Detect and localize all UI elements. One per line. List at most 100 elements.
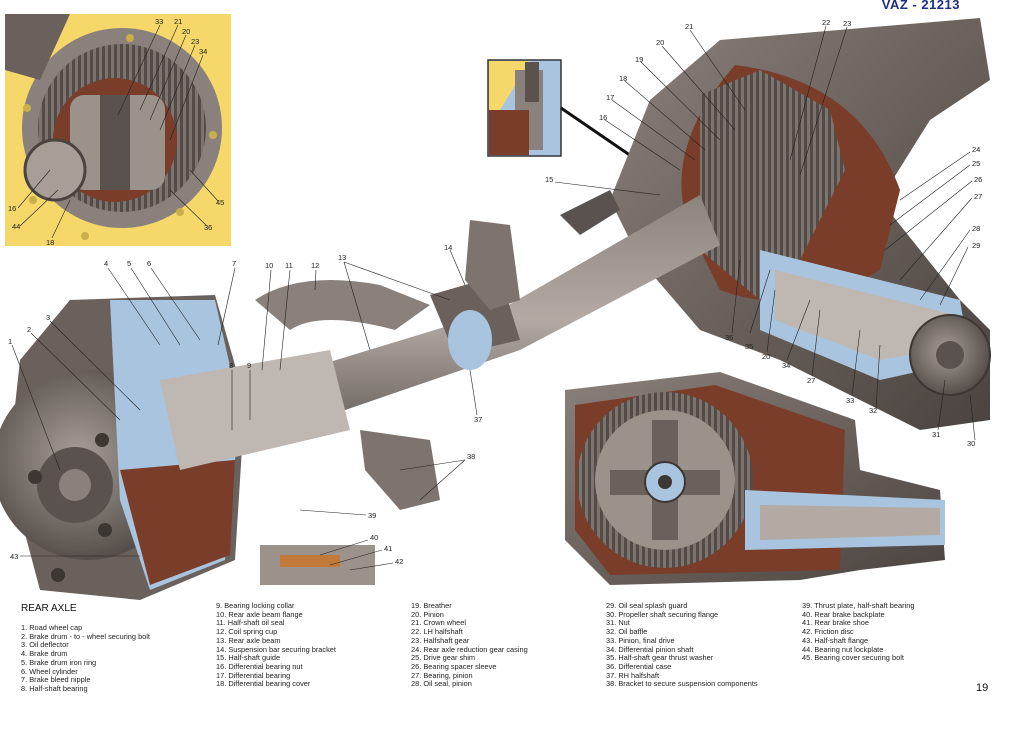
callout: 16 xyxy=(8,204,16,213)
final-drive-cutaway xyxy=(565,372,945,585)
legend-item: 12. Coil spring cup xyxy=(216,627,278,637)
callout: 9 xyxy=(247,361,251,370)
callout: 31 xyxy=(932,430,940,439)
callout: 18 xyxy=(46,238,54,247)
legend-item: 9. Bearing locking collar xyxy=(216,601,295,610)
legend-item: 18. Differential bearing cover xyxy=(216,679,311,689)
legend-item: 30. Propeller shaft securing flange xyxy=(606,609,719,619)
leader-lines xyxy=(11,25,976,571)
callout: 28 xyxy=(972,224,980,233)
legend-column-5: 39. Thrust plate, half-shaft bearing 40.… xyxy=(802,601,915,663)
callout: 20 xyxy=(656,38,664,47)
callout: 10 xyxy=(265,261,273,270)
callout: 30 xyxy=(967,439,975,448)
legend-item: 43. Half-shaft flange xyxy=(802,635,869,645)
callout: 34 xyxy=(199,47,207,56)
legend-item: 28. Oil seal, pinion xyxy=(411,679,472,689)
callout: 43 xyxy=(10,552,18,561)
rear-axle-housing-right xyxy=(610,18,991,430)
legend-item: 1. Road wheel cap xyxy=(21,623,83,632)
callout: 25 xyxy=(972,159,980,168)
callout: 8 xyxy=(229,361,233,370)
callout: 17 xyxy=(606,93,614,102)
callout: 24 xyxy=(972,145,980,154)
legend-item: 10. Rear axle beam flange xyxy=(216,609,303,619)
callout: 16 xyxy=(599,113,607,122)
callout: 38 xyxy=(467,452,475,461)
legend-item: 44. Bearing nut lockplate xyxy=(802,644,884,654)
legend-item: 7. Brake bleed nipple xyxy=(21,675,91,685)
callout: 36 xyxy=(725,333,733,342)
callout: 11 xyxy=(285,261,293,270)
legend-column-1: 1. Road wheel cap 2. Brake drum - to - w… xyxy=(21,623,150,694)
callout: 19 xyxy=(635,55,643,64)
callout: 39 xyxy=(368,511,376,520)
legend-item: 23. Halfshaft gear xyxy=(411,635,470,645)
callout: 37 xyxy=(474,415,482,424)
callout: 7 xyxy=(232,259,236,268)
callout: 36 xyxy=(204,223,212,232)
legend-title: REAR AXLE xyxy=(21,603,77,614)
legend-item: 37. RH halfshaft xyxy=(606,670,659,680)
legend-column-2: 9. Bearing locking collar 10. Rear axle … xyxy=(216,601,336,689)
callout: 29 xyxy=(972,241,980,250)
callout: 27 xyxy=(974,192,982,201)
callout: 33 xyxy=(846,396,854,405)
legend-item: 5. Brake drum iron ring xyxy=(21,657,97,667)
callout: 14 xyxy=(444,243,452,252)
legend-item: 13. Rear axle beam xyxy=(216,635,281,645)
callout: 15 xyxy=(545,175,553,184)
callout: 21 xyxy=(174,17,182,26)
legend-column-3: 19. Breather 20. Pinion 21. Crown wheel … xyxy=(411,601,528,689)
legend-item: 20. Pinion xyxy=(411,609,444,619)
callout: 5 xyxy=(127,259,131,268)
legend-item: 41. Rear brake shoe xyxy=(802,618,869,628)
legend-item: 34. Differential pinion shaft xyxy=(606,644,694,654)
legend-item: 27. Bearing, pinion xyxy=(411,670,473,680)
callout: 4 xyxy=(104,259,108,268)
legend-item: 6. Wheel cylinder xyxy=(21,666,78,676)
callout: 22 xyxy=(822,18,830,27)
callout: 26 xyxy=(974,175,982,184)
legend-item: 38. Bracket to secure suspension compone… xyxy=(606,679,758,689)
callout: 35 xyxy=(745,342,753,351)
callout: 21 xyxy=(685,22,693,31)
legend-item: 14. Suspension bar securing bracket xyxy=(216,644,336,654)
brake-drum-assembly xyxy=(0,295,375,600)
callout: 20 xyxy=(182,27,190,36)
callout: 41 xyxy=(384,544,392,553)
legend-item: 16. Differential bearing nut xyxy=(216,661,303,671)
legend-item: 39. Thrust plate, half-shaft bearing xyxy=(802,601,915,610)
callout: 27 xyxy=(807,376,815,385)
legend-item: 42. Friction disc xyxy=(802,627,854,637)
callout: 23 xyxy=(843,19,851,28)
inset-differential-view: 33 21 20 23 34 16 44 18 36 45 xyxy=(5,14,231,247)
legend-item: 33. Pinion, final drive xyxy=(606,635,675,645)
legend-item: 45. Bearing cover securing bolt xyxy=(802,653,904,663)
legend-item: 4. Brake drum xyxy=(21,649,68,659)
callout: 13 xyxy=(338,253,346,262)
callout: 20 xyxy=(762,352,770,361)
legend-item: 29. Oil seal splash guard xyxy=(606,601,688,610)
callout: 2 xyxy=(27,325,31,334)
legend-item: 15. Half-shaft guide xyxy=(216,653,281,663)
legend-item: 35. Half-shaft gear thrust washer xyxy=(606,653,714,663)
callout: 23 xyxy=(191,37,199,46)
page-number: 19 xyxy=(976,682,989,694)
legend-column-4: 29. Oil seal splash guard 30. Propeller … xyxy=(606,601,758,689)
legend-item: 40. Rear brake backplate xyxy=(802,609,885,619)
callout: 34 xyxy=(782,361,790,370)
rear-axle-cutaway-illustration: 33 21 20 23 34 16 44 18 36 45 xyxy=(0,14,991,600)
legend-item: 26. Bearing spacer sleeve xyxy=(411,661,497,671)
legend-item: 21. Crown wheel xyxy=(411,618,467,628)
callout: 40 xyxy=(370,533,378,542)
callout: 3 xyxy=(46,313,50,322)
callout: 12 xyxy=(311,261,319,270)
page-title: VAZ - 21213 xyxy=(881,0,960,12)
legend-item: 32. Oil baffle xyxy=(606,627,648,637)
legend-item: 17. Differential bearing xyxy=(216,670,291,680)
callout: 42 xyxy=(395,557,403,566)
legend-item: 25. Drive gear shim xyxy=(411,653,476,663)
legend-item: 2. Brake drum - to - wheel securing bolt xyxy=(21,631,150,641)
legend-item: 8. Half-shaft bearing xyxy=(21,683,88,693)
